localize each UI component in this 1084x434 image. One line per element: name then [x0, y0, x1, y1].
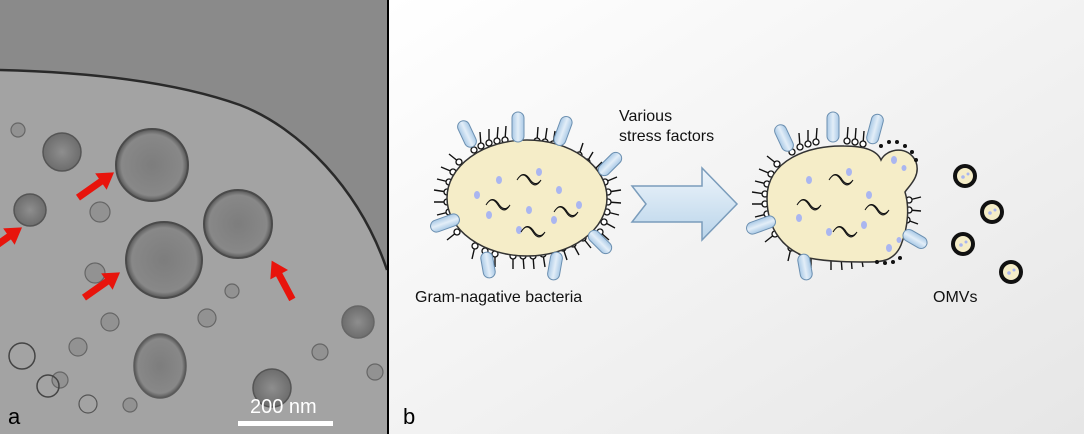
cytoplasm [446, 139, 608, 257]
omv [980, 200, 1004, 224]
vesicle [341, 305, 375, 339]
schematic-drawing [389, 0, 1084, 434]
panel-b-label: b [403, 404, 416, 429]
arrow-caption-line1: Various [619, 108, 673, 125]
scale-bar [238, 421, 333, 426]
omv-particles [951, 164, 1023, 284]
blebbing-cytoplasm [766, 145, 918, 263]
red-arrow [270, 260, 296, 302]
red-arrow [75, 172, 115, 201]
scale-bar-label: 200 nm [250, 396, 317, 418]
red-arrow [0, 227, 23, 256]
process-arrow [630, 166, 739, 242]
carbon-edge [0, 68, 387, 271]
micrograph-panel: a 200 nm [0, 0, 387, 434]
vesicle [42, 132, 82, 172]
omv [953, 164, 977, 188]
vesicle [203, 189, 273, 259]
blebbing-bacterium [746, 111, 928, 281]
omv [951, 232, 975, 256]
vesicle [252, 368, 292, 408]
gram-negative-bacterium [430, 111, 623, 281]
red-arrow [81, 272, 121, 301]
panel-a-label: a [8, 404, 21, 429]
schematic-panel: Various stress factors Gram-nagative bac… [387, 0, 1084, 434]
vesicle [13, 193, 47, 227]
red-arrows [0, 172, 296, 302]
vesicle [125, 221, 203, 299]
micrograph-image [0, 0, 387, 434]
vesicle [133, 333, 187, 399]
omvs-label: OMVs [933, 289, 978, 306]
arrow-caption-line2: stress factors [619, 128, 715, 145]
omv [999, 260, 1023, 284]
vesicle [115, 128, 189, 202]
gram-negative-label: Gram-nagative bacteria [415, 289, 583, 306]
